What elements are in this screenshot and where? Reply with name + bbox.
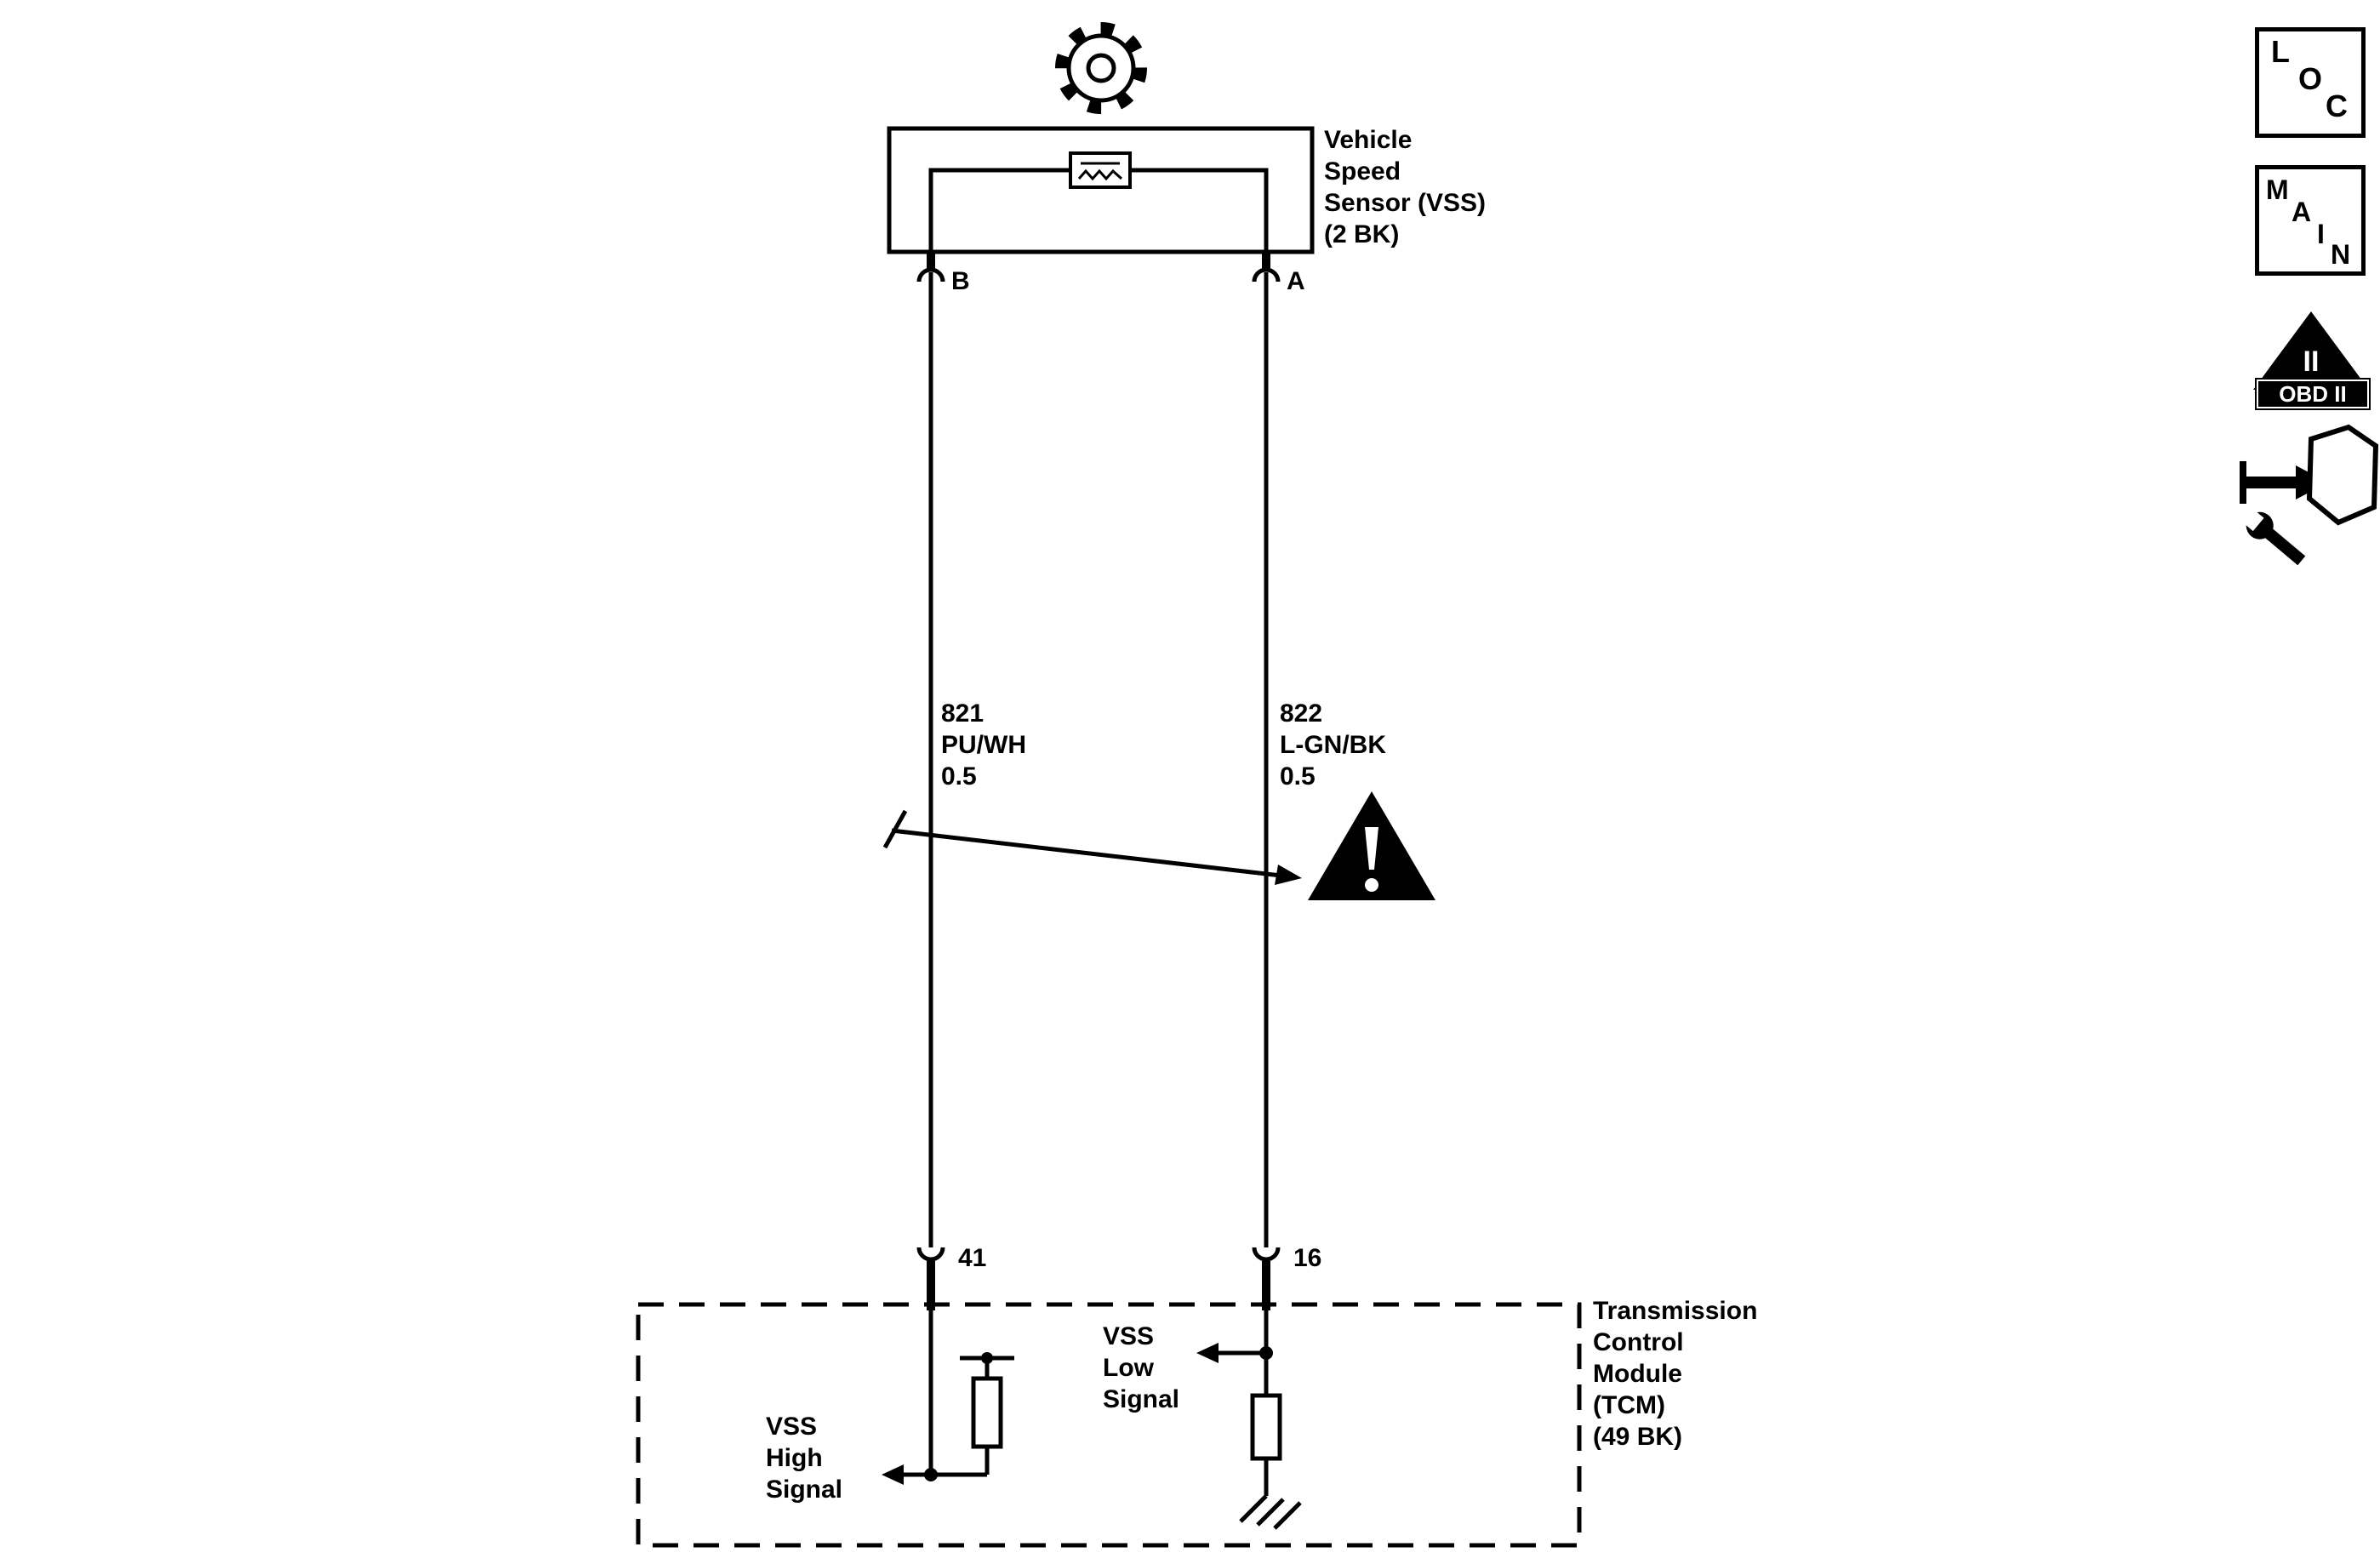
circuit-number: 821 xyxy=(941,699,985,728)
connector-pins-bottom xyxy=(916,1247,1281,1310)
tcm-label-line: Module xyxy=(1593,1360,1682,1388)
signal-label-line: VSS xyxy=(766,1413,818,1441)
repair-connector-icon[interactable] xyxy=(2238,424,2379,571)
obd2-numeral: II xyxy=(2303,345,2320,378)
pin-b-label: B xyxy=(951,267,970,295)
high-signal-arrow xyxy=(882,1464,904,1485)
obd2-icon[interactable] xyxy=(2253,311,2369,390)
pin-b-terminal xyxy=(916,267,945,283)
wire-822-label: 822 L-GN/BK 0.5 xyxy=(1280,698,1386,792)
wrench-icon xyxy=(2240,508,2306,566)
loc-letter: L xyxy=(2271,34,2290,69)
vss-low-branch xyxy=(1196,1310,1302,1530)
pin-a-terminal xyxy=(1252,267,1281,283)
signal-label-line: Signal xyxy=(766,1476,843,1504)
sensor-element-symbol xyxy=(1069,151,1132,189)
vss-high-branch xyxy=(882,1310,1014,1485)
vss-high-signal-label: VSS High Signal xyxy=(766,1411,842,1505)
main-button[interactable]: M A I N xyxy=(2255,165,2366,276)
loc-letter: O xyxy=(2298,61,2323,96)
vss-label-line: Speed xyxy=(1324,157,1401,186)
wires xyxy=(928,272,1269,1247)
loc-button[interactable]: L O C xyxy=(2255,27,2366,138)
gear-icon xyxy=(1055,22,1147,114)
tcm-label-line: Control xyxy=(1593,1328,1684,1356)
main-letter: N xyxy=(2331,239,2351,270)
pin-16-terminal xyxy=(1252,1247,1281,1262)
main-letter: A xyxy=(2292,197,2312,227)
junction-dot xyxy=(981,1352,993,1364)
resistor-symbol xyxy=(1250,1393,1282,1461)
vss-label-line: Vehicle xyxy=(1324,126,1413,154)
pin-41-label: 41 xyxy=(958,1244,987,1272)
main-letter: I xyxy=(2317,219,2325,249)
wire-color: L-GN/BK xyxy=(1280,731,1386,759)
tcm-label-line: (TCM) xyxy=(1593,1391,1665,1419)
loc-letter: C xyxy=(2326,88,2348,123)
pin-41-terminal xyxy=(916,1247,945,1262)
ground-symbol xyxy=(1239,1494,1302,1530)
tcm-label-line: Transmission xyxy=(1593,1297,1758,1325)
warning-triangle-icon[interactable] xyxy=(1308,791,1435,900)
vss-label: Vehicle Speed Sensor (VSS) (2 BK) xyxy=(1324,124,1486,250)
resistor-symbol xyxy=(971,1376,1003,1449)
vss-label-line: Sensor (VSS) xyxy=(1324,189,1487,217)
wire-821-label: 821 PU/WH 0.5 xyxy=(941,698,1026,792)
low-signal-arrow xyxy=(1196,1343,1219,1363)
tcm-label-line: (49 BK) xyxy=(1593,1423,1683,1451)
pin-a-label: A xyxy=(1287,267,1305,295)
crossing-pointer-line xyxy=(882,809,1302,885)
vss-low-signal-label: VSS Low Signal xyxy=(1103,1321,1179,1415)
vss-label-line: (2 BK) xyxy=(1324,220,1400,248)
tcm-dashed-box xyxy=(636,1302,1582,1548)
signal-label-line: VSS xyxy=(1103,1322,1155,1350)
circuit-number: 822 xyxy=(1280,699,1323,728)
tcm-label: Transmission Control Module (TCM) (49 BK… xyxy=(1593,1295,1757,1453)
signal-label-line: Signal xyxy=(1103,1385,1180,1413)
wire-gauge: 0.5 xyxy=(941,762,977,791)
obd2-banner[interactable]: OBD II xyxy=(2255,378,2371,410)
wire-color: PU/WH xyxy=(941,731,1026,759)
wire-gauge: 0.5 xyxy=(1280,762,1316,791)
pin-16-label: 16 xyxy=(1293,1244,1322,1272)
signal-label-line: High xyxy=(766,1444,823,1472)
vss-component-box xyxy=(887,126,1315,254)
connector-pins-top xyxy=(916,252,1281,283)
signal-label-line: Low xyxy=(1103,1354,1154,1382)
main-letter: M xyxy=(2266,174,2289,205)
